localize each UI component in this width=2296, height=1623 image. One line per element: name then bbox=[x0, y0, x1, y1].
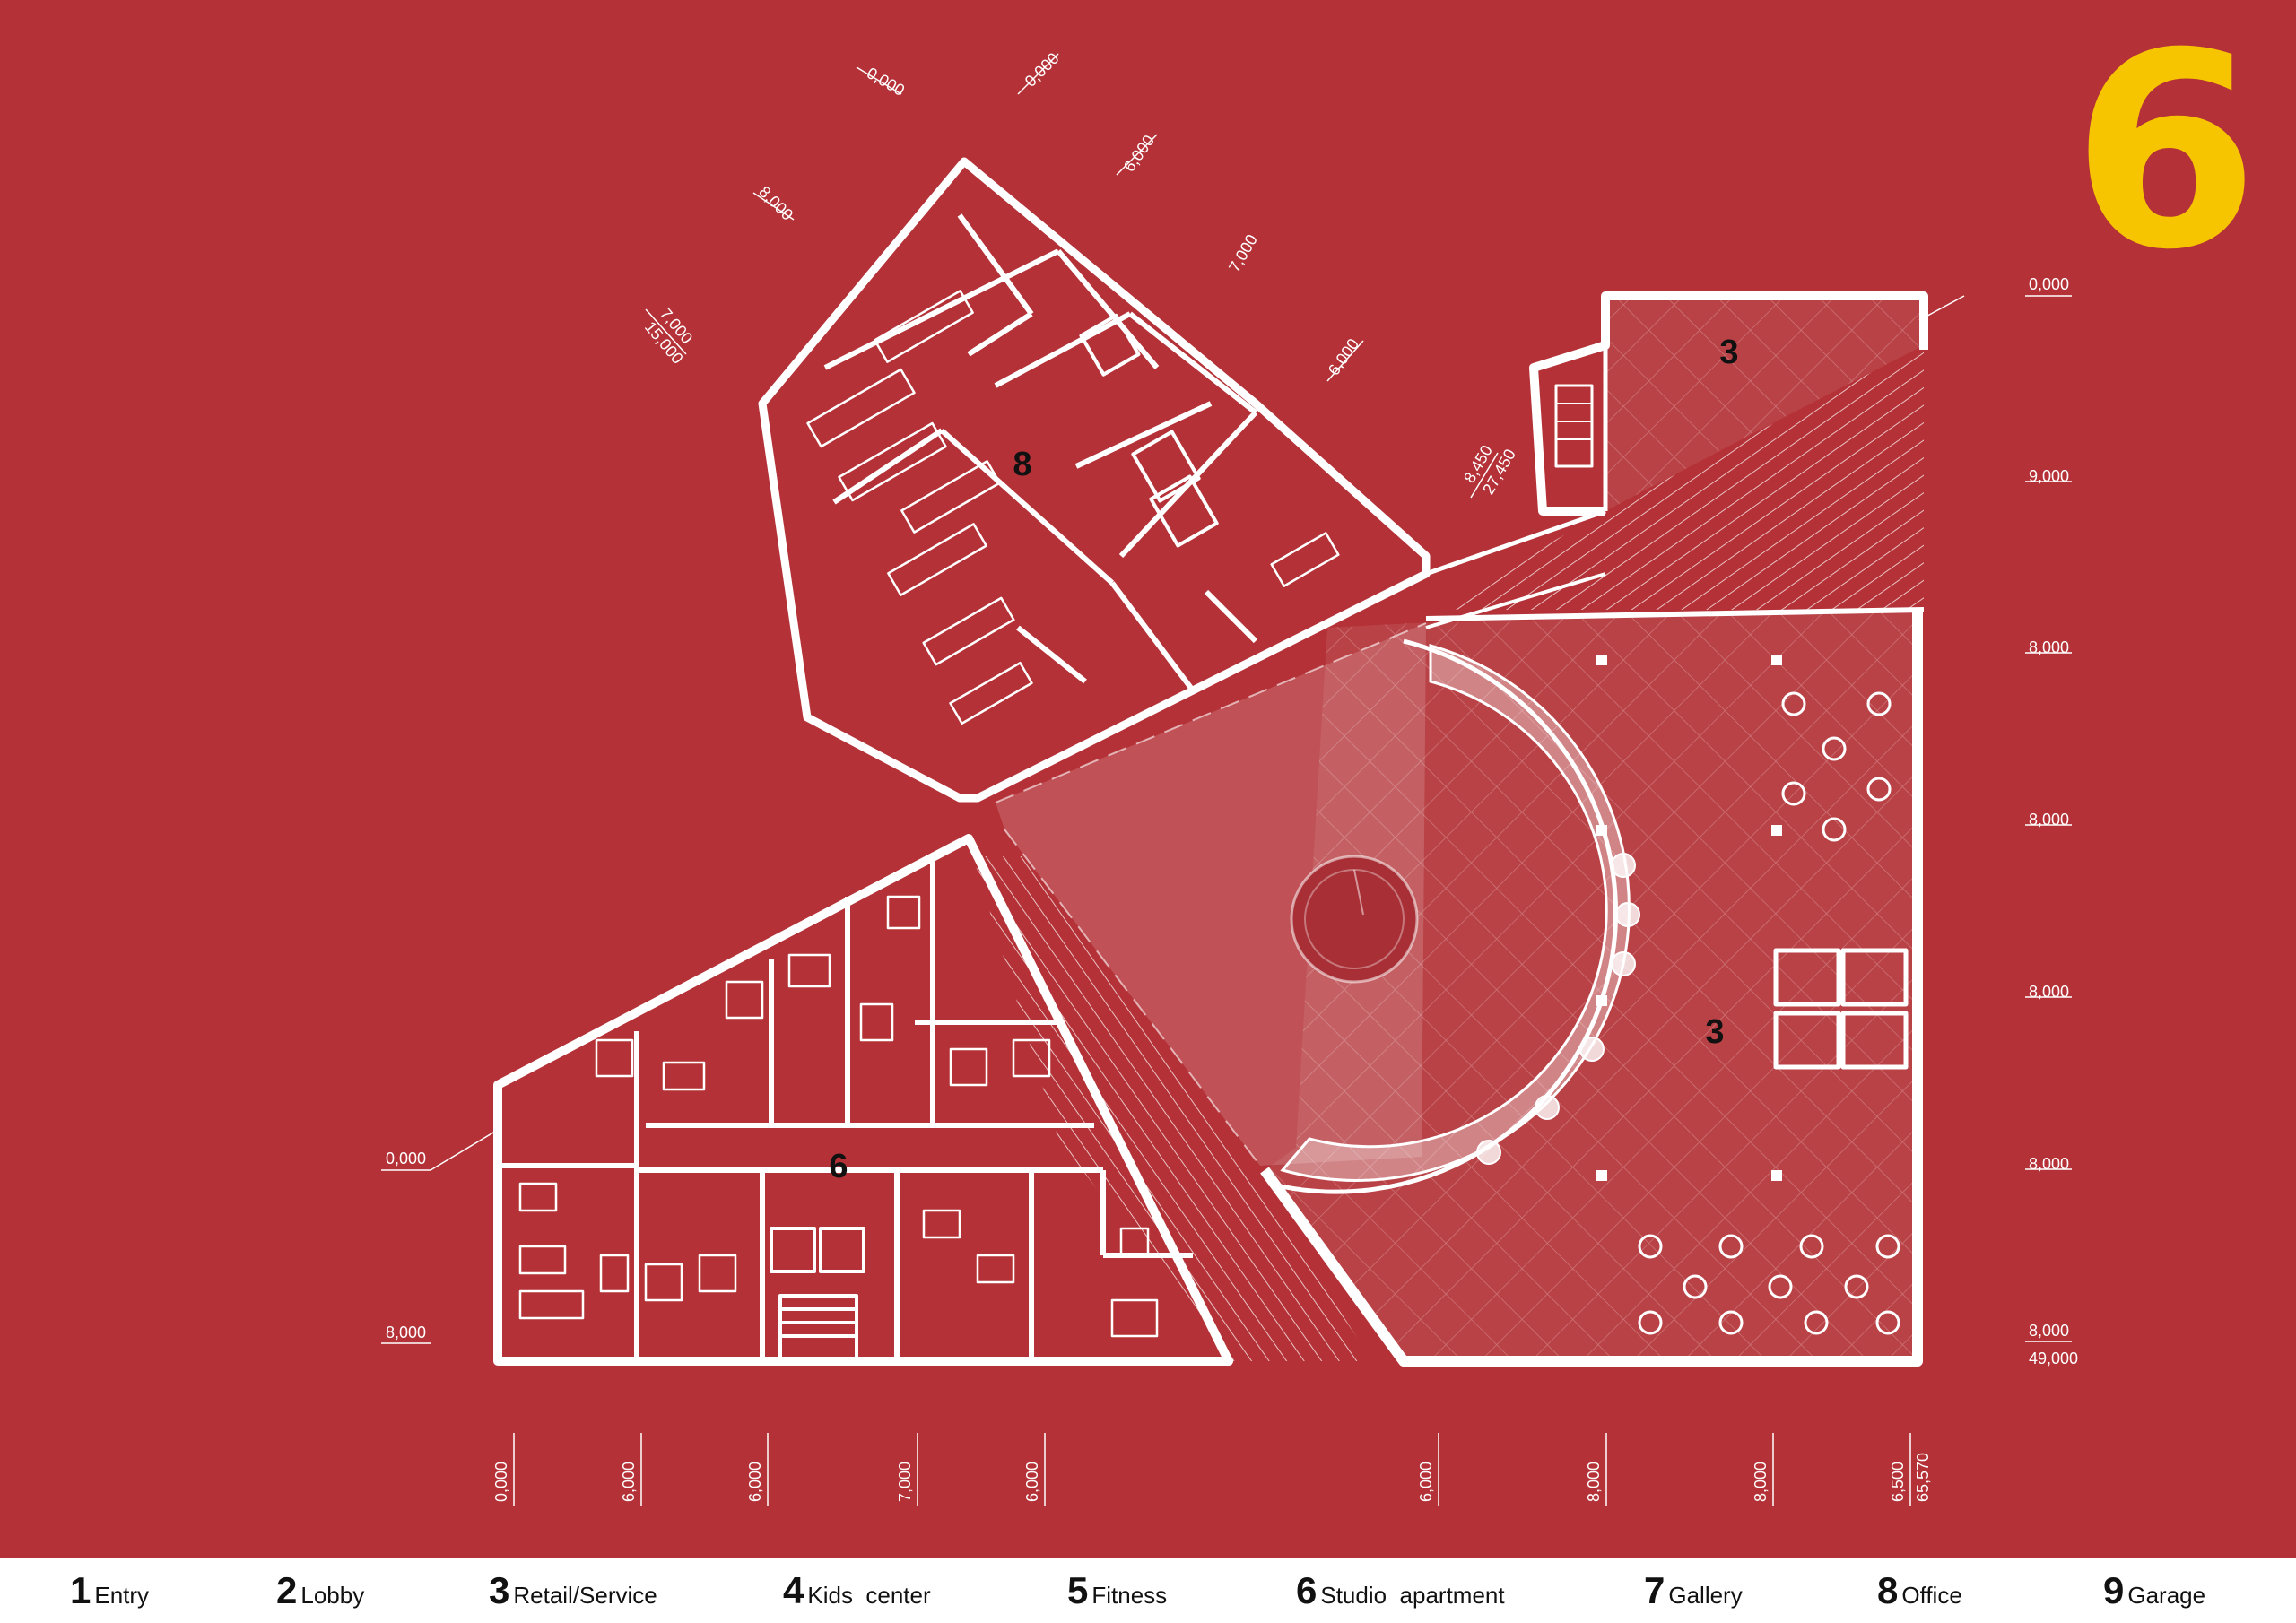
dim-label: 7,000 bbox=[896, 1462, 914, 1502]
legend-number: 4 bbox=[783, 1569, 804, 1611]
dimensions-right: 0,000 9,000 8,000 8,000 8,000 8,000 8,00… bbox=[1918, 275, 2078, 1367]
office-wing bbox=[758, 157, 1431, 803]
dim-label: 6,000 bbox=[1417, 1462, 1435, 1502]
dim-label: 8,000 bbox=[2029, 1155, 2069, 1173]
legend-label: Kids center bbox=[807, 1582, 931, 1609]
legend-number: 2 bbox=[276, 1569, 298, 1611]
dim-label: 49,000 bbox=[2029, 1350, 2078, 1367]
legend-label: Office bbox=[1901, 1582, 1962, 1609]
dim-label: 0,000 bbox=[2029, 275, 2069, 293]
dim-label: 0,000 bbox=[864, 64, 908, 100]
gallery-benches bbox=[1476, 853, 1640, 1165]
retail-main-hall bbox=[1265, 610, 1918, 1361]
dim-label: 65,570 bbox=[1914, 1453, 1932, 1502]
dim-label: 8,000 bbox=[2029, 638, 2069, 656]
dim-label: 0,000 bbox=[386, 1150, 426, 1167]
lobby-wedge bbox=[995, 622, 1427, 1167]
legend-label: Lobby bbox=[300, 1582, 365, 1609]
dim-label: 6,000 bbox=[620, 1462, 638, 1502]
retail-hall-walls bbox=[1260, 610, 1923, 1367]
legend-number: 8 bbox=[1877, 1569, 1899, 1611]
dim-label: 9,000 bbox=[2029, 467, 2069, 485]
dim-label: 8,000 bbox=[386, 1324, 426, 1341]
legend-label: Entry bbox=[94, 1582, 150, 1609]
legend-label: Garage bbox=[2127, 1582, 2206, 1609]
dim-label: 8,000 bbox=[2029, 811, 2069, 829]
cafe-tables bbox=[1638, 691, 1900, 1335]
dim-label: 8,000 bbox=[2029, 1322, 2069, 1340]
apartment-wing bbox=[493, 834, 1233, 1366]
legend-label: Retail/Service bbox=[513, 1582, 657, 1609]
room-label-office: 8 bbox=[1013, 446, 1031, 483]
dimensions-left: 0,000 8,000 bbox=[381, 1129, 499, 1344]
room-label-retail-main: 3 bbox=[1705, 1013, 1724, 1051]
dim-label: 8,000 bbox=[2029, 983, 2069, 1001]
legend-number: 9 bbox=[2103, 1569, 2125, 1611]
room-label-apartments: 6 bbox=[829, 1148, 848, 1185]
legend-number: 6 bbox=[1296, 1569, 1318, 1611]
retail-upper-block bbox=[1605, 296, 1924, 511]
legend-label: Gallery bbox=[1668, 1582, 1743, 1609]
legend-label: Studio apartment bbox=[1320, 1582, 1505, 1609]
dim-label: 6,000 bbox=[1023, 1462, 1041, 1502]
dim-label: 6,000 bbox=[1120, 132, 1158, 175]
dim-label: 8,000 bbox=[1752, 1462, 1770, 1502]
legend-number: 3 bbox=[489, 1569, 510, 1611]
floor-number: 6 bbox=[2072, 0, 2259, 308]
dim-label: 7,000 bbox=[1225, 231, 1261, 275]
stair-tower bbox=[1425, 291, 1928, 629]
legend-number: 7 bbox=[1644, 1569, 1665, 1611]
room-label-retail-upper: 3 bbox=[1719, 334, 1738, 371]
legend-number: 5 bbox=[1067, 1569, 1089, 1611]
diagonal-stair-lower bbox=[973, 856, 1372, 1361]
dim-label: 6,000 bbox=[746, 1462, 764, 1502]
dim-label: 6,500 bbox=[1889, 1462, 1907, 1502]
legend-label: Fitness bbox=[1091, 1582, 1168, 1609]
structural-columns bbox=[1596, 655, 1782, 1181]
legend-number: 1 bbox=[70, 1569, 91, 1611]
central-atrium-circle bbox=[1290, 855, 1419, 984]
dimensions-bottom: 0,000 6,000 6,000 7,000 6,000 6,000 8,00… bbox=[492, 1433, 1932, 1506]
dim-label: 0,000 bbox=[492, 1462, 510, 1502]
dim-label: 6,000 bbox=[1325, 335, 1362, 378]
dim-label: 8,000 bbox=[1585, 1462, 1603, 1502]
gallery-ring bbox=[1268, 638, 1631, 1194]
